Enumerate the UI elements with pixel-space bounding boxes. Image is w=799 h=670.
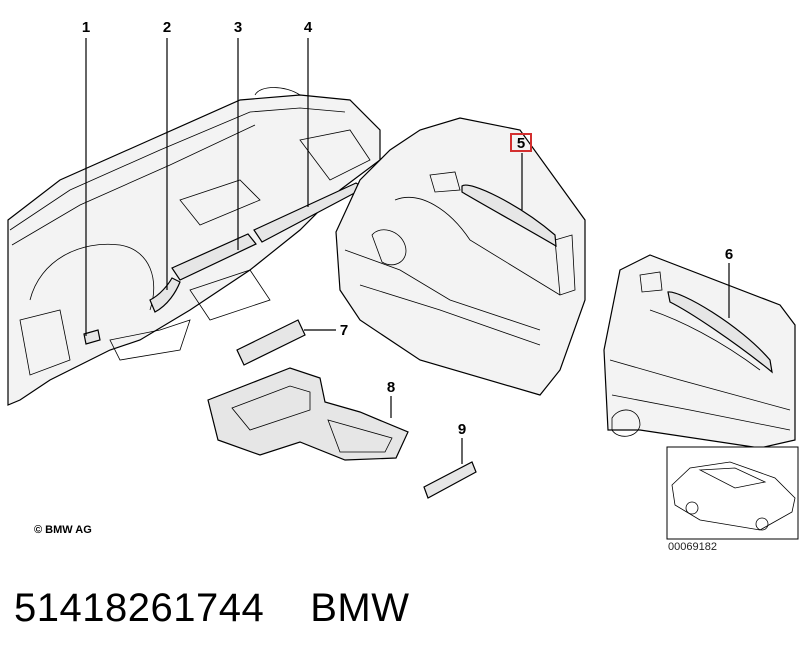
callout-9[interactable]: 9 (458, 421, 466, 438)
part-9-shape (423, 461, 477, 499)
front-door-drawing (335, 117, 586, 396)
car-thumbnail (666, 446, 799, 540)
callout-8[interactable]: 8 (387, 379, 395, 396)
leader-lines (85, 38, 730, 464)
callout-2[interactable]: 2 (163, 19, 171, 36)
rear-door-drawing (603, 254, 796, 449)
part-3-shape (171, 233, 257, 281)
callout-4[interactable]: 4 (304, 19, 313, 36)
diagram-id: 00069182 (668, 541, 717, 553)
part-7-shape (236, 319, 306, 366)
callout-1[interactable]: 1 (82, 19, 90, 36)
brand-name: BMW (310, 586, 410, 630)
highlight-box-part-5 (510, 133, 532, 152)
part-5-shape (461, 184, 557, 248)
copyright-text: © BMW AG (34, 524, 92, 536)
callout-5[interactable]: 5 (517, 135, 525, 152)
part-8-shape (207, 367, 409, 461)
parts-diagram: 1 2 3 4 5 6 7 8 9 (7, 19, 799, 540)
part-6-shape (667, 291, 773, 374)
part-2-shape (149, 277, 181, 313)
callout-7[interactable]: 7 (340, 322, 348, 339)
part-caption: 51418261744 BMW (14, 586, 409, 631)
part-number: 51418261744 (14, 586, 265, 630)
part-1-shape (83, 329, 101, 345)
callout-3[interactable]: 3 (234, 19, 242, 36)
dashboard-drawing (7, 87, 381, 406)
callout-6[interactable]: 6 (725, 246, 733, 263)
